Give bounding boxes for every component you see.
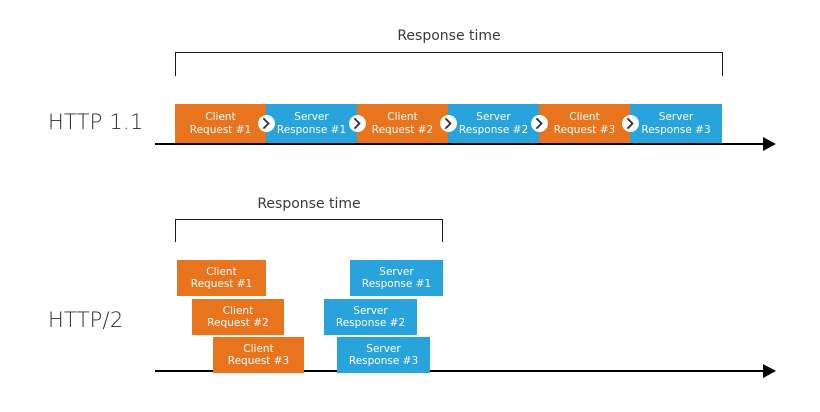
message-block-client-request-1-http2[interactable]: Client Request #1 — [177, 260, 266, 296]
timeline-axis-http11 — [155, 143, 767, 145]
block-line-1: Server — [658, 111, 694, 123]
block-line-2: Response #2 — [335, 317, 406, 329]
block-line-1: Client — [243, 342, 274, 355]
chevron-right-icon — [440, 115, 457, 132]
message-block-server-response-3-http11[interactable]: Server Response #3 — [630, 104, 722, 143]
block-line-1: Server — [379, 265, 414, 278]
chevron-right-icon — [622, 115, 639, 132]
message-block-server-response-2-http2[interactable]: Server Response #2 — [324, 299, 417, 335]
chevron-right-icon — [258, 115, 275, 132]
block-line-1: Client — [206, 265, 237, 278]
block-line-2: Response #3 — [641, 123, 711, 136]
response-time-caption-http2: Response time — [257, 196, 361, 212]
response-time-bracket-http2: Response time — [175, 196, 443, 242]
message-block-server-response-1-http11[interactable]: Server Response #1 — [266, 104, 357, 143]
block-line-2: Response #3 — [348, 355, 419, 367]
chevron-right-icon — [349, 115, 366, 132]
bracket-shape-http2 — [175, 219, 443, 242]
block-line-1: Client — [569, 111, 600, 123]
block-line-2: Request #2 — [207, 317, 269, 329]
message-block-client-request-3-http11[interactable]: Client Request #3 — [539, 104, 630, 143]
timeline-arrowhead-http11 — [763, 137, 776, 151]
block-line-2: Request #2 — [371, 123, 434, 136]
message-block-client-request-1-http11[interactable]: Client Request #1 — [175, 104, 266, 143]
block-line-2: Request #1 — [189, 123, 252, 136]
response-time-caption-http11: Response time — [397, 28, 501, 44]
timeline-axis-http2 — [155, 370, 767, 372]
message-block-server-response-3-http2[interactable]: Server Response #3 — [337, 337, 430, 373]
block-line-2: Request #3 — [227, 355, 290, 367]
message-block-client-request-2-http2[interactable]: Client Request #2 — [192, 299, 284, 335]
message-block-client-request-2-http11[interactable]: Client Request #2 — [357, 104, 448, 143]
message-block-server-response-1-http2[interactable]: Server Response #1 — [350, 260, 443, 296]
block-line-2: Request #1 — [190, 278, 253, 290]
response-time-bracket-http11: Response time — [175, 28, 723, 76]
message-block-server-response-2-http11[interactable]: Server Response #2 — [448, 104, 539, 143]
block-line-1: Server — [294, 111, 329, 123]
block-line-1: Client — [205, 111, 236, 123]
protocol-label-http11: HTTP 1.1 — [48, 110, 144, 134]
block-line-2: Response #1 — [276, 123, 347, 136]
block-line-1: Client — [387, 111, 418, 123]
block-line-2: Response #1 — [361, 278, 432, 290]
message-block-client-request-3-http2[interactable]: Client Request #3 — [213, 337, 304, 373]
timeline-arrowhead-http2 — [763, 364, 776, 378]
block-line-1: Server — [476, 111, 511, 123]
block-line-2: Response #2 — [458, 123, 529, 136]
bracket-shape-http11 — [175, 52, 723, 76]
protocol-label-http2: HTTP/2 — [48, 308, 124, 332]
block-line-2: Request #3 — [553, 123, 616, 136]
block-line-1: Client — [222, 304, 254, 317]
block-line-1: Server — [353, 304, 388, 317]
chevron-right-icon — [531, 115, 548, 132]
block-line-1: Server — [366, 342, 401, 355]
